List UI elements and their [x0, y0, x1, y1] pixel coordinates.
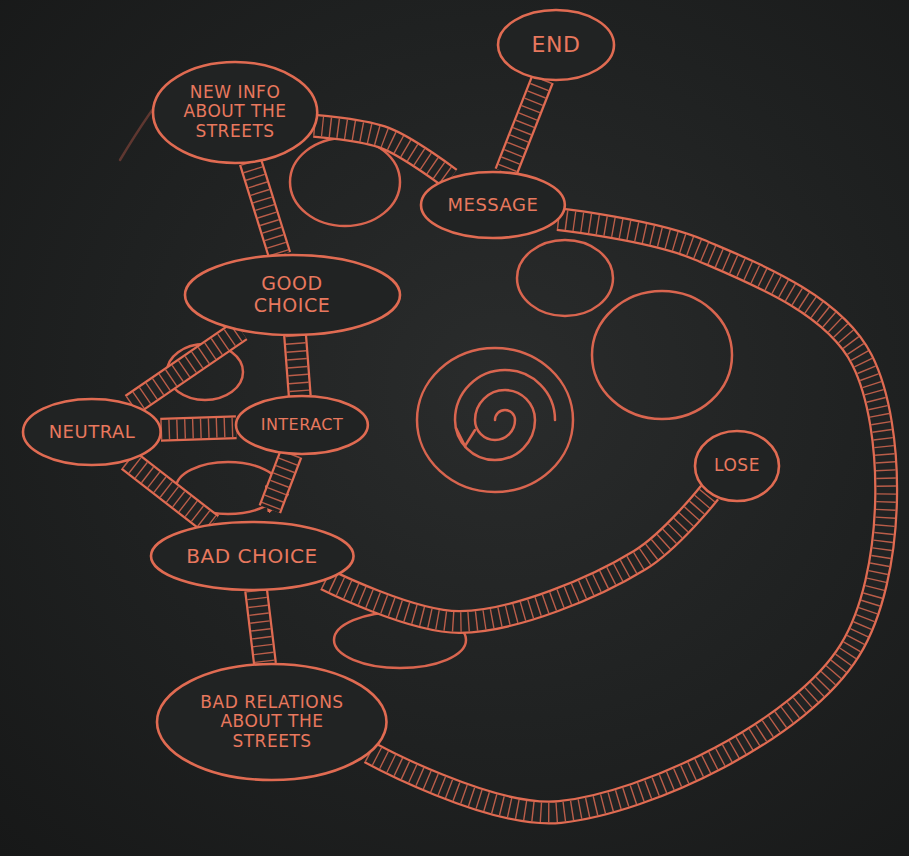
- hatched-bridge: [370, 219, 887, 812]
- bridge-hatching: [161, 427, 237, 430]
- bubble-ellipse: [153, 62, 317, 163]
- empty-bubble: [592, 291, 732, 419]
- chalk-bubble: INTERACT: [234, 394, 370, 456]
- bridge-fill: [326, 493, 710, 622]
- spiral-arrowhead: [456, 428, 475, 446]
- chalk-bubble: END: [496, 8, 616, 82]
- chalk-bubble: BAD CHOICE: [149, 520, 356, 592]
- node-label: GOOD CHOICE: [222, 273, 362, 317]
- bubble-ellipse: [23, 399, 161, 465]
- bridge-hatching: [326, 493, 710, 622]
- hatched-bridge: [506, 79, 543, 172]
- bridge-fill: [131, 330, 240, 405]
- hatched-bridge: [250, 162, 279, 256]
- bridge-edge: [326, 493, 710, 622]
- bridge-hatching: [128, 460, 212, 525]
- chalk-bubble: BAD RELATIONS ABOUT THE STREETS: [155, 662, 389, 782]
- empty-bubble: [290, 138, 400, 226]
- chalk-lines: [120, 80, 732, 668]
- hatched-bridge: [295, 335, 300, 396]
- bubble-ellipse: [695, 431, 779, 501]
- hatched-bridge: [314, 126, 450, 179]
- bridge-edge: [295, 335, 300, 396]
- bridge-fill: [295, 335, 300, 396]
- node-label: BAD CHOICE: [186, 545, 317, 568]
- bubble-ellipse: [498, 10, 614, 80]
- bubble-ellipse: [157, 664, 387, 780]
- hatched-bridge: [326, 493, 710, 622]
- node-label: LOSE: [714, 456, 760, 476]
- bridge-hatching: [295, 335, 300, 396]
- bridge-hatching: [270, 454, 291, 510]
- chalk-bubble: GOOD CHOICE: [183, 253, 402, 337]
- chalk-bubble: NEUTRAL: [21, 397, 163, 467]
- bridge-fill: [256, 590, 265, 664]
- bridge-hatching: [131, 330, 240, 405]
- bridge-edge: [314, 126, 450, 179]
- spiral-ring: [417, 348, 573, 492]
- hatched-bridge: [131, 330, 240, 405]
- bridge-hatching: [506, 79, 543, 172]
- bridge-fill: [250, 162, 279, 256]
- hatched-bridge: [270, 454, 291, 510]
- bubble-ellipse: [185, 255, 400, 335]
- bridge-hatching: [314, 126, 450, 179]
- empty-bubble: [517, 240, 613, 316]
- node-label: BAD RELATIONS ABOUT THE STREETS: [197, 693, 347, 752]
- bridge-edge: [270, 454, 291, 510]
- bridge-fill: [506, 79, 543, 172]
- node-label: MESSAGE: [448, 195, 539, 216]
- bridge-edge: [131, 330, 240, 405]
- hatched-bridge: [128, 460, 212, 525]
- bridge-edge: [250, 162, 279, 256]
- bridge-hatching: [250, 162, 279, 256]
- bridge-edge: [256, 590, 265, 664]
- bridge-fill: [128, 460, 212, 525]
- node-label: NEUTRAL: [49, 422, 136, 443]
- chalk-bubble: MESSAGE: [419, 170, 567, 240]
- bridge-edge: [506, 79, 543, 172]
- chalk-bubble: LOSE: [693, 429, 781, 503]
- bridge-edge: [370, 219, 887, 812]
- bridge-fill: [370, 219, 887, 812]
- bridge-edge: [128, 460, 212, 525]
- bridge-edge: [161, 427, 237, 430]
- hatched-bridge: [161, 427, 237, 430]
- bubble-ellipse: [151, 522, 354, 590]
- bubble-ellipse: [421, 172, 565, 238]
- spiral: [455, 370, 555, 460]
- bubble-ellipse: [236, 396, 368, 454]
- bridge-hatching: [370, 219, 887, 812]
- hatched-bridge: [256, 590, 265, 664]
- bridge-fill: [314, 126, 450, 179]
- bridge-fill: [270, 454, 291, 510]
- node-label: NEW INFO ABOUT THE STREETS: [183, 83, 288, 142]
- chalk-bubble: NEW INFO ABOUT THE STREETS: [151, 60, 319, 165]
- bridge-hatching: [256, 590, 265, 664]
- bridge-fill: [161, 427, 237, 430]
- node-label: END: [532, 32, 581, 57]
- node-label: INTERACT: [261, 416, 344, 434]
